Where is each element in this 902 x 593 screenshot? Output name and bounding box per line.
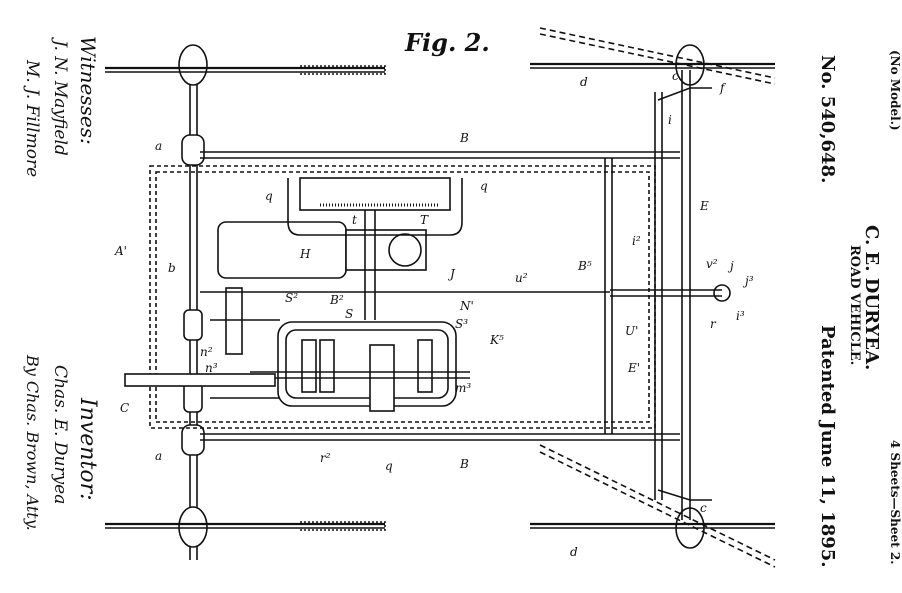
label-n3: n³ xyxy=(205,361,218,375)
label-i2: i² xyxy=(632,234,641,248)
steering-linkage xyxy=(610,70,731,520)
model-note: (No Model.) xyxy=(888,50,902,131)
label-b: b xyxy=(168,261,176,275)
label-f: f xyxy=(719,81,727,95)
engine-cylinder xyxy=(217,195,427,320)
patent-number: No. 540,648. xyxy=(817,55,838,184)
label-u2: u² xyxy=(515,271,528,285)
frame xyxy=(149,151,680,441)
label-H: H xyxy=(299,247,311,261)
label-B5: B⁵ xyxy=(577,259,592,273)
label-C: C xyxy=(120,401,129,415)
label-E2: E' xyxy=(627,361,640,375)
sheet-info: 4 Sheets—Sheet 2. xyxy=(888,440,902,565)
right-rear-wheel xyxy=(530,444,776,568)
label-A: A' xyxy=(114,244,127,258)
label-m3: m³ xyxy=(455,381,471,395)
label-i: i xyxy=(668,113,672,127)
left-rear-wheel xyxy=(105,506,386,548)
label-T: T xyxy=(420,213,429,227)
label-E: E xyxy=(699,199,709,213)
label-d-bottom: d xyxy=(570,545,578,559)
attorney-signature: By Chas. Brown, Atty. xyxy=(23,355,42,531)
label-B-bottom: B xyxy=(459,457,469,471)
flywheel-gear xyxy=(287,177,463,236)
inventor-signature: Chas. E. Duryea xyxy=(50,365,70,505)
label-S3: S³ xyxy=(455,317,468,331)
witness-1-signature: J. N. Mayfield xyxy=(50,40,70,156)
witness-2-signature: M. J. Fillmore xyxy=(22,60,42,178)
inventor-name: C. E. DURYEA. xyxy=(861,225,882,371)
label-a-bottom: a xyxy=(155,449,162,463)
label-i3: i³ xyxy=(736,309,745,323)
label-n2: n² xyxy=(200,345,213,359)
patent-date: Patented June 11, 1895. xyxy=(817,325,838,568)
label-j: j xyxy=(727,259,734,273)
left-axle xyxy=(181,60,205,560)
label-j3: j³ xyxy=(742,274,754,288)
label-B2: B² xyxy=(329,293,344,307)
figure-label: Fig. 2. xyxy=(405,28,490,57)
label-a-top: a xyxy=(155,139,162,153)
label-v2: v² xyxy=(706,257,718,271)
inventor-heading: Inventor: xyxy=(75,398,100,501)
left-front-wheel xyxy=(105,44,386,86)
chain-sprocket xyxy=(124,287,280,399)
label-r: r xyxy=(710,317,717,331)
label-B-top: B xyxy=(459,131,469,145)
label-S: S xyxy=(345,307,353,321)
patent-title: ROAD VEHICLE. xyxy=(847,245,862,366)
label-K5: K⁵ xyxy=(489,333,504,347)
label-q-bottom: q xyxy=(385,459,393,473)
label-t: t xyxy=(352,213,357,227)
label-r2: r² xyxy=(320,451,331,465)
witnesses-heading: Witnesses: xyxy=(76,36,100,145)
right-front-wheel xyxy=(530,27,776,86)
label-c-bottom: c xyxy=(700,501,707,515)
label-q: q xyxy=(480,179,488,193)
label-J: J xyxy=(447,267,456,281)
label-S2: S² xyxy=(285,291,298,305)
label-q-left: q xyxy=(265,189,273,203)
label-N: N' xyxy=(459,299,474,313)
transmission-housing xyxy=(250,321,470,412)
label-c-top: c xyxy=(672,69,679,83)
label-d-top: d xyxy=(580,75,588,89)
label-U: U' xyxy=(625,324,638,338)
